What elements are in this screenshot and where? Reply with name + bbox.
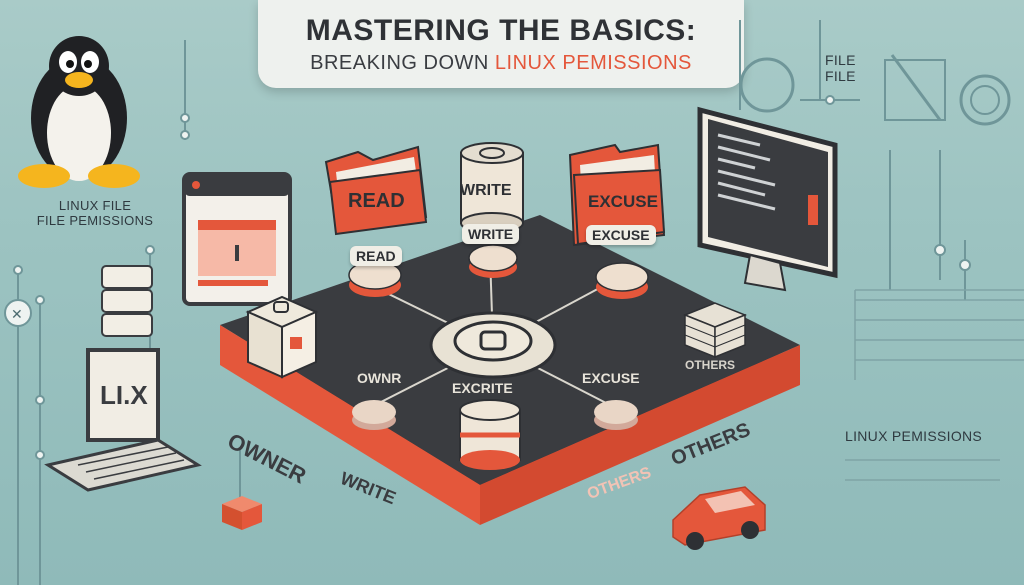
tux-penguin-icon <box>18 36 140 188</box>
pedestal-read <box>348 260 402 297</box>
browser-window-icon <box>182 172 292 306</box>
tag-read: READ <box>350 246 402 266</box>
tag-execute: EXCUSE <box>586 225 656 245</box>
small-box-icon <box>222 496 262 530</box>
laptop-icon <box>44 348 202 492</box>
top-right-caption: FILE FILE <box>825 52 856 84</box>
cylinder-write-label: WRITE <box>460 182 512 199</box>
ring-icon <box>739 57 795 113</box>
laptop-screen-text: LI.X <box>100 380 148 410</box>
folder-read-label: READ <box>348 190 405 212</box>
title-line1: MASTERING THE BASICS: <box>305 14 697 47</box>
title-line2-prefix: BREAKING DOWN <box>310 52 495 74</box>
pedestal-execute <box>595 262 649 299</box>
left-caption-line1: LINUX FILE <box>58 198 132 213</box>
cube-box-icon <box>245 295 319 379</box>
top-right-caption-line1: FILE <box>825 52 856 68</box>
left-caption: LINUX FILE FILE PEMISSIONS <box>30 198 160 228</box>
right-caption: LINUX PEMISSIONS <box>845 428 983 444</box>
folder-execute-label: EXCUSE <box>588 192 658 211</box>
close-circle-icon <box>4 299 32 327</box>
pedestal-owner <box>352 400 396 430</box>
monitor-icon <box>697 106 838 292</box>
tag-others: OTHERS <box>685 358 736 372</box>
tag-write: WRITE <box>462 224 520 244</box>
title-banner: MASTERING THE BASICS: BREAKING DOWN LINU… <box>258 0 744 88</box>
folder-read-icon <box>324 145 428 236</box>
title-line2: BREAKING DOWN LINUX PEMISSIONS <box>258 52 744 75</box>
disk-cylinder-bottom <box>459 399 521 470</box>
pedestal-write <box>468 244 518 278</box>
disk-stack-icon <box>682 302 748 359</box>
server-stack-icon <box>101 265 153 337</box>
tag-excuse-lower: EXCUSE <box>582 370 640 386</box>
left-caption-line2: FILE PEMISSIONS <box>36 213 154 228</box>
car-icon <box>672 486 766 550</box>
top-right-caption-line2: FILE <box>825 68 856 84</box>
tag-owner: OWNR <box>357 370 402 386</box>
title-line2-accent: LINUX PEMISSIONS <box>494 52 692 74</box>
pedestal-others <box>594 400 638 430</box>
svg-text:✕: ✕ <box>11 307 23 323</box>
tag-excrite: EXCRITE <box>452 380 513 396</box>
